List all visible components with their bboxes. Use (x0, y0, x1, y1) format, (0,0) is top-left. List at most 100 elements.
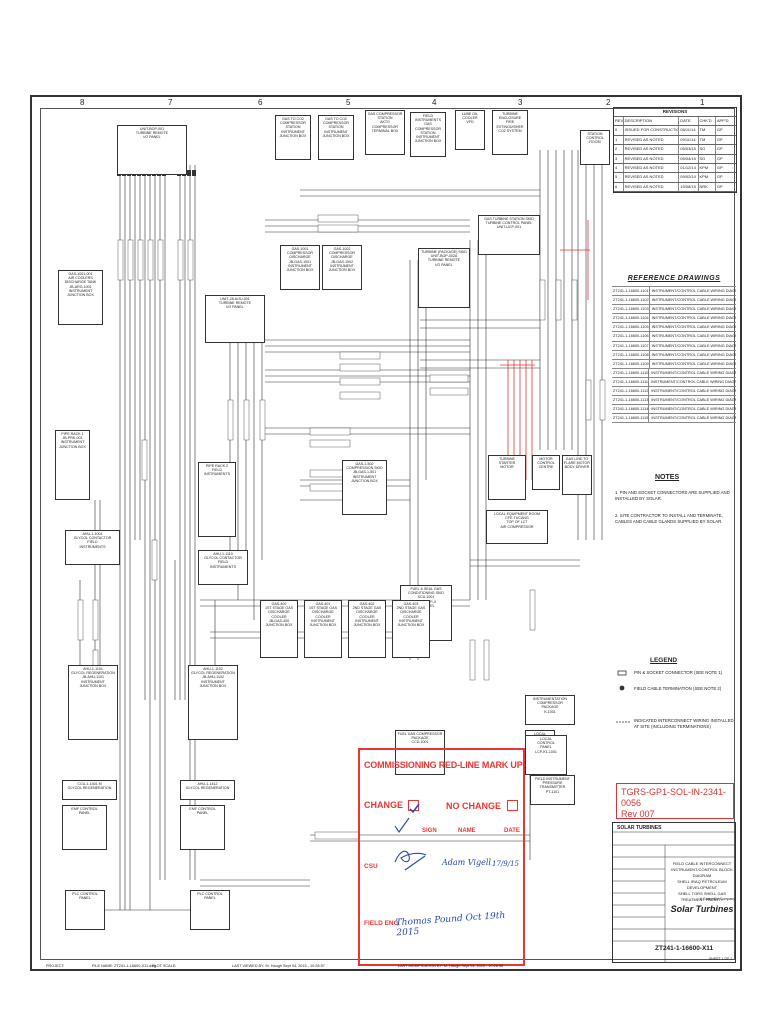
revisions-header-cell: REV (614, 117, 624, 126)
revision-cell: 0 (614, 126, 624, 135)
component-label: GLYCOL REGENERATION (185, 786, 230, 791)
component-label: INSTRUMENT (399, 618, 423, 623)
component-label: SCU-1001 (417, 595, 435, 600)
zone-marker-top: 3 (518, 98, 523, 107)
component-label: GAS TO CO2 (325, 117, 347, 121)
component-label: COMPRESSOR STATION (280, 121, 306, 130)
component-label: GAS COMPRESSOR (367, 112, 403, 116)
component-label: AHU-1-1412 (197, 782, 218, 786)
reference-cell: ZT241-1-16600-1108 (612, 350, 650, 359)
component-label: FUEL GAS COMPRESSOR (397, 732, 443, 736)
reference-cell: ZT241-1-16600-1102 (612, 296, 650, 305)
component-label: GAS COMPRESSOR (415, 122, 441, 131)
reference-cell: ZT241-1-16600-1106 (612, 332, 650, 341)
no-change-checkbox[interactable] (507, 800, 518, 811)
component-label: 1ST STAGE GAS (264, 606, 294, 611)
component-label: INSTRUMENT (352, 474, 377, 479)
notes-title: NOTES (655, 474, 680, 481)
revision-cell: KPM (699, 173, 716, 182)
reference-cell: ZT241-1-16600-1103 (612, 305, 650, 314)
component-label: JUNCTION BOX (322, 133, 350, 138)
component-label: COMPRESSOR DISCHARGE (287, 251, 313, 260)
component-label: JUNCTION BOX (328, 268, 356, 273)
revision-cell: REVISED AS NOTED (624, 173, 680, 182)
component-label: JUNCTION BOX (279, 133, 307, 138)
component-label: MOTOR (500, 465, 514, 470)
change-checkbox[interactable] (408, 800, 420, 814)
component-label: VFD (466, 120, 474, 125)
note-2: 2. SITE CONTRACTOR TO INSTALL AND TERMIN… (615, 513, 723, 524)
component-label: EMF CONTROL (189, 807, 216, 811)
revision-cell: 09/11/14 (679, 135, 699, 145)
component-label: UNIT-BOP-002A (430, 254, 458, 259)
reference-cell: ZT241-1-16600-1109 (612, 359, 650, 368)
revision-cell: GP (716, 183, 723, 189)
zone-marker-top: 2 (606, 98, 611, 107)
component-label: AHU-1-1001 (82, 532, 103, 536)
reference-cell: INSTRUMENT/CONTROL CABLE WIRING DIAGRAM (651, 398, 736, 403)
component-label: GAS-1002 (333, 247, 351, 251)
reference-cell: ZT241-1-16600-1112 (612, 387, 650, 396)
component-label: UNIT-BOP-001 (139, 127, 165, 131)
component-label: STATION (377, 116, 393, 121)
revisions-title: REVISIONS (614, 108, 736, 117)
component-label: COMPRESSOR STATION (323, 121, 349, 130)
revision-cell: GP (716, 155, 723, 161)
component-label: PANEL (79, 896, 91, 901)
checkmark-icon (409, 803, 420, 814)
reference-cell: ZT241-1-16600-1101 (612, 287, 650, 296)
reference-cell: INSTRUMENT/CONTROL CABLE WIRING DIAGRAM (651, 307, 736, 312)
csu-date: 17/9/15 (492, 860, 519, 868)
component-label: FUEL & SEAL GAS (410, 587, 442, 591)
revision-cell: GP (716, 164, 723, 170)
component-label: JUNCTION BOX (265, 623, 293, 628)
component-label: CCU-1-1401 M (77, 782, 102, 786)
title-description-line: FIELD CABLE INTERCONNECT (672, 861, 732, 866)
reference-cell: ZT241-1-16600-1114 (612, 405, 650, 414)
component-label: I/O PANEL (226, 305, 244, 310)
revision-cell: REVISED AS NOTED (624, 145, 680, 154)
footer-file: FILE NAME: ZT241-1-16600-X11.dwg (92, 964, 157, 968)
component-label: JUNCTION BOX (397, 623, 425, 628)
component-label: JUNCTION BOX (351, 478, 378, 483)
legend-pin-socket: PIN & SOCKET CONNECTOR (SEE NOTE 1) (634, 670, 723, 675)
component-label: INSTRUMENTS (210, 564, 236, 569)
component-label: JUNCTION BOX (199, 683, 227, 688)
component-label: INSTRUMENTS (79, 544, 106, 549)
revision-cell: 2 (614, 145, 624, 154)
component-label: CO2 SYSTEM (498, 128, 522, 133)
component-label: INSTRUMENT (311, 618, 335, 623)
component-label: PANEL (204, 896, 216, 901)
component-label: UNIT-28-AOU-001 (220, 297, 250, 301)
component-label: CFE-TUCANG (505, 516, 529, 521)
component-label: TURBINE REMOTE (135, 131, 169, 136)
component-label: MOTOR (539, 457, 553, 461)
revision-cell: 05/04/15 (679, 154, 699, 163)
zone-marker-top: 1 (700, 98, 705, 107)
reference-cell: INSTRUMENT/CONTROL CABLE WIRING DIAGRAM (651, 370, 736, 375)
revision-cell: REVISED AS NOTED (624, 163, 680, 173)
reference-cell: INSTRUMENT/CONTROL CABLE WIRING DIAGRAM (651, 334, 736, 339)
revision-cell: 3 (614, 154, 624, 163)
component-label: GLYCOL REGENERATION (191, 671, 235, 676)
